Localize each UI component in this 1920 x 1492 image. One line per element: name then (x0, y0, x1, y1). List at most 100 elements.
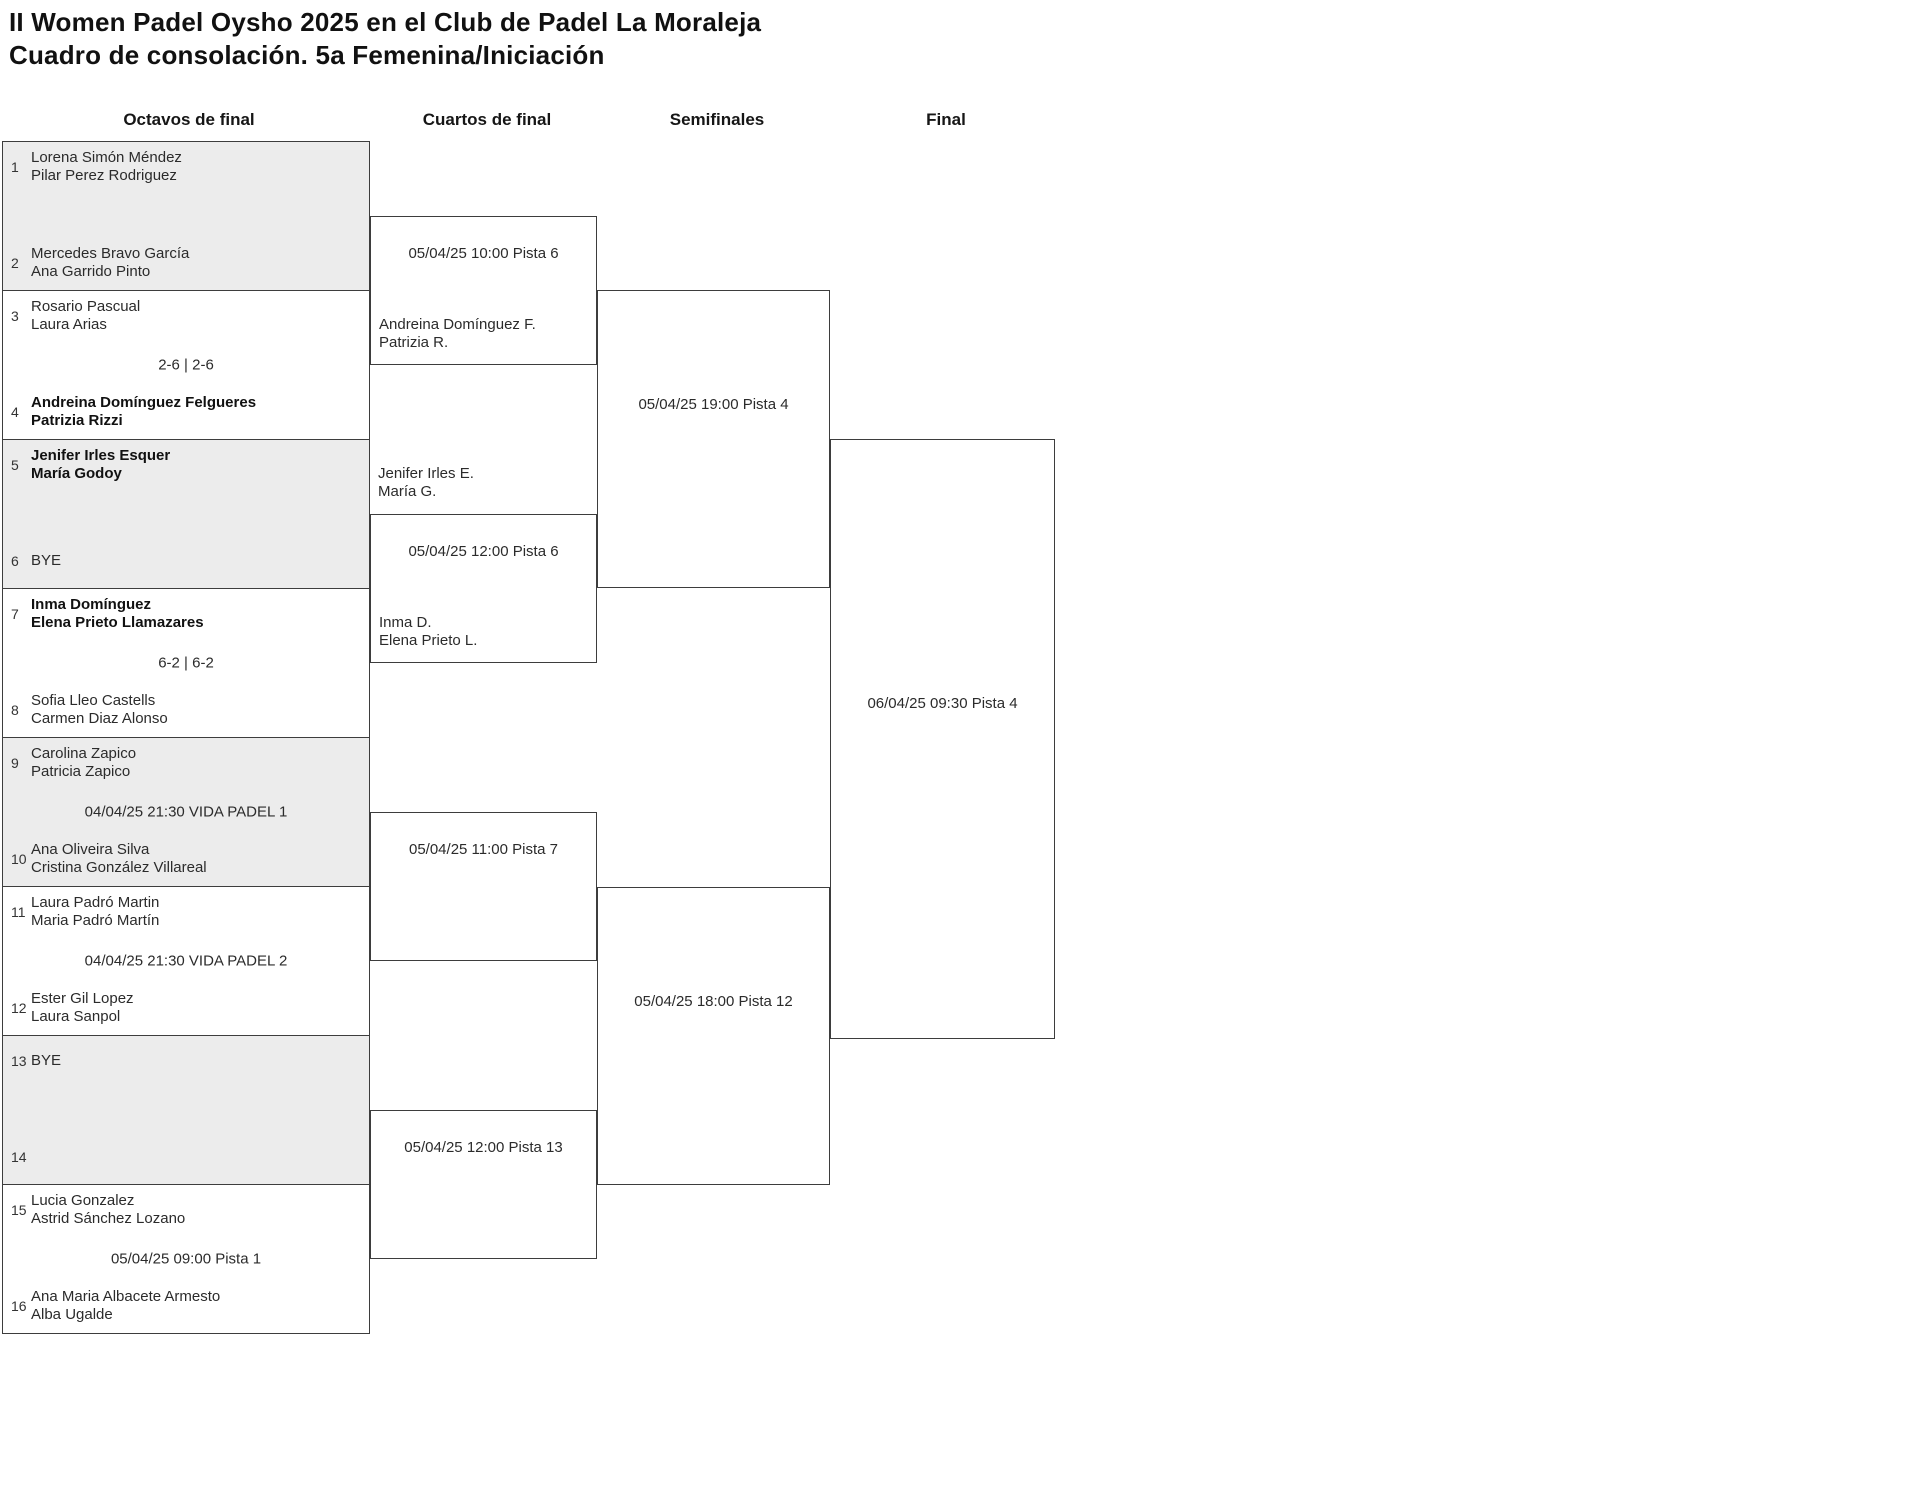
seed-number-12: 12 (11, 1000, 27, 1016)
column-header-cuartos: Cuartos de final (422, 110, 552, 129)
final-box: 06/04/25 09:30 Pista 4 (830, 439, 1055, 1039)
player-name: Alba Ugalde (31, 1306, 113, 1323)
player-name: Ana Garrido Pinto (31, 263, 151, 280)
match-info-text: 6-2 | 6-2 (158, 654, 214, 672)
seed-number-10: 10 (11, 851, 27, 867)
seed-number-9: 9 (11, 755, 19, 771)
match-info-text: 2-6 | 2-6 (158, 356, 214, 374)
column-header-octavos: Octavos de final (123, 110, 255, 129)
player-name: Carmen Diaz Alonso (31, 710, 168, 727)
player-name: María G. (378, 483, 437, 500)
player-name: María Godoy (31, 465, 122, 482)
player-name: Elena Prieto L. (379, 632, 478, 649)
cuartos-match-box-4: 05/04/25 12:00 Pista 13 (370, 1110, 597, 1259)
player-name: Andreina Domínguez F. (379, 316, 536, 333)
player-name: Pilar Perez Rodriguez (31, 167, 177, 184)
page-title: II Women Padel Oysho 2025 en el Club de … (9, 7, 762, 37)
seed-number-13: 13 (11, 1053, 27, 1069)
player-name: Patrizia R. (379, 334, 449, 351)
seed-number-4: 4 (11, 404, 19, 420)
team-names-13: BYE (31, 1043, 61, 1079)
player-name: Ana Maria Albacete Armesto (31, 1288, 221, 1305)
match-info-text: 04/04/25 21:30 VIDA PADEL 2 (84, 952, 288, 970)
column-header-final: Final (926, 110, 966, 129)
player-name: Cristina González Villareal (31, 859, 207, 876)
player-name: Laura Arias (31, 316, 107, 333)
seed-number-14: 14 (11, 1149, 27, 1165)
player-name: BYE (31, 1052, 62, 1069)
seed-number-11: 11 (11, 904, 26, 920)
column-header-semifinales: Semifinales (669, 110, 765, 129)
cuartos-match-box-3: 05/04/25 11:00 Pista 7 (370, 812, 597, 961)
seed-number-15: 15 (11, 1202, 27, 1218)
team-names-6: BYE (31, 543, 61, 579)
player-name: Elena Prieto Llamazares (31, 614, 204, 631)
cuartos-4-schedule: 05/04/25 12:00 Pista 13 (404, 1139, 563, 1156)
player-name: Sofia Lleo Castells (31, 692, 156, 709)
player-name: Lucia Gonzalez (31, 1192, 135, 1209)
player-name: Jenifer Irles E. (378, 465, 474, 482)
seed-number-8: 8 (11, 702, 19, 718)
player-name: Laura Padró Martin (31, 894, 160, 911)
match-info-text: 04/04/25 21:30 VIDA PADEL 1 (84, 803, 288, 821)
player-name: Laura Sanpol (31, 1008, 121, 1025)
semifinal-1-box: 05/04/25 19:00 Pista 4 (597, 290, 830, 588)
player-name: Maria Padró Martín (31, 912, 160, 929)
seed-number-3: 3 (11, 308, 19, 324)
semifinal-2-schedule: 05/04/25 18:00 Pista 12 (634, 993, 793, 1010)
cuartos-3-schedule: 05/04/25 11:00 Pista 7 (408, 841, 558, 858)
player-name: Patricia Zapico (31, 763, 131, 780)
advancing-team-label: Inma D.Elena Prieto L. (379, 614, 477, 650)
player-name: BYE (31, 552, 62, 569)
player-name: Ester Gil Lopez (31, 990, 134, 1007)
player-name: Carolina Zapico (31, 745, 137, 762)
player-name: Lorena Simón Méndez (31, 149, 182, 166)
player-name: Ana Oliveira Silva (31, 841, 150, 858)
seed-number-7: 7 (11, 606, 19, 622)
advancing-team-label: Jenifer Irles E.María G. (378, 465, 474, 501)
player-name: Rosario Pascual (31, 298, 141, 315)
player-name: Mercedes Bravo García (31, 245, 190, 262)
player-name: Jenifer Irles Esquer (31, 447, 171, 464)
player-name: Inma Domínguez (31, 596, 152, 613)
final-schedule: 06/04/25 09:30 Pista 4 (867, 695, 1018, 712)
page-subtitle: Cuadro de consolación. 5a Femenina/Inici… (9, 40, 605, 70)
seed-number-1: 1 (11, 159, 19, 175)
seed-number-6: 6 (11, 553, 19, 569)
